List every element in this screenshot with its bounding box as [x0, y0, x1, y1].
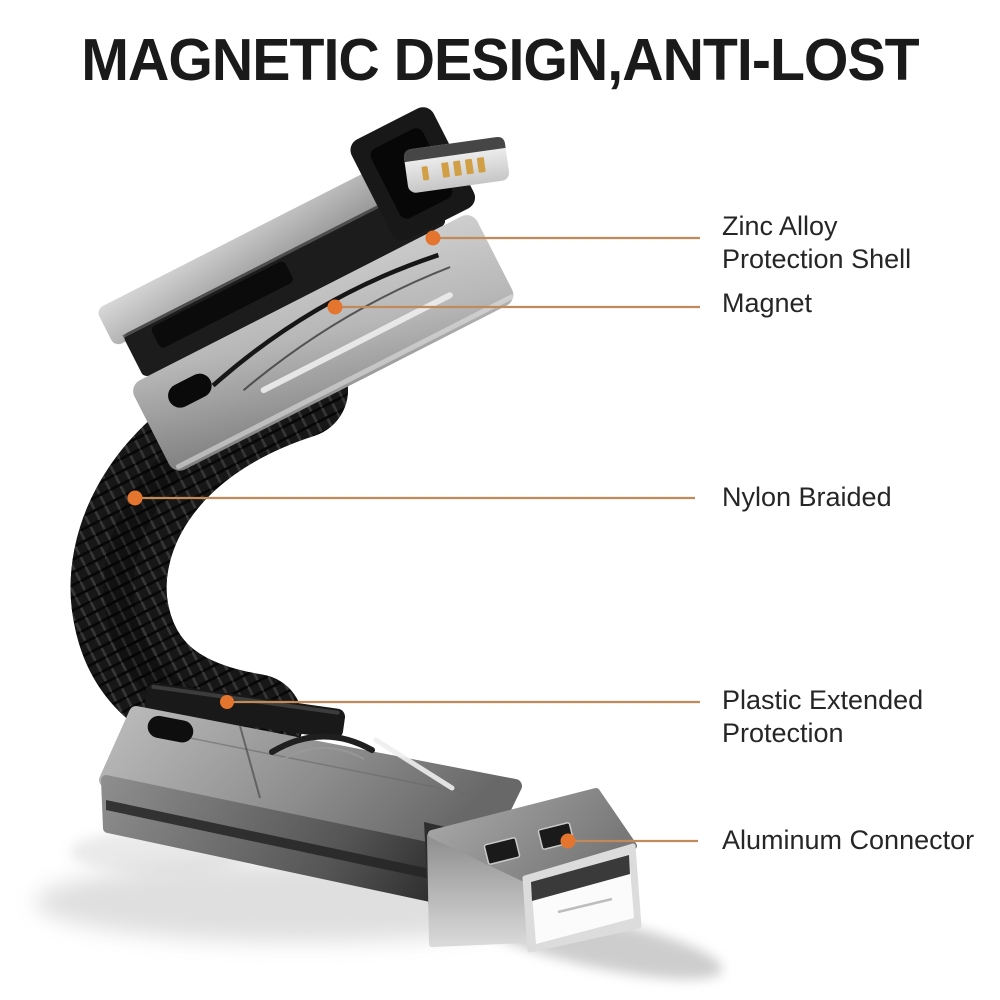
page-title: MAGNETIC DESIGN,ANTI-LOST — [81, 27, 919, 93]
callout-dot-magnet — [327, 299, 343, 315]
lightning-pins — [421, 157, 486, 181]
callout-dot-aluminum-connector — [560, 833, 576, 849]
callout-dot-zinc-alloy — [425, 230, 441, 246]
usb-a-plug — [427, 788, 642, 953]
magnet-seam — [211, 252, 440, 388]
shell-slot — [151, 261, 293, 348]
body-cross-seam — [239, 725, 261, 799]
aluminum-connector-body — [99, 706, 522, 940]
shell-metal-face — [133, 215, 514, 471]
callout-dot-nylon-braided — [127, 490, 143, 506]
callout-label-zinc-alloy-protection-shell: Zinc Alloy Protection Shell — [722, 210, 911, 276]
shell-top-plate — [98, 153, 424, 345]
body-highlight-stripe — [373, 737, 455, 791]
callout-text: Plastic Extended — [722, 685, 924, 715]
shell-plastic-highlight — [122, 185, 418, 338]
callout-text: Magnet — [722, 288, 813, 318]
callout-text: Protection — [722, 718, 844, 748]
callout-text: Aluminum Connector — [722, 825, 975, 855]
plastic-extended-protection — [144, 683, 346, 739]
callout-label-magnet: Magnet — [722, 287, 812, 320]
lightning-connector-tip — [403, 136, 510, 193]
callout-text: Nylon Braided — [722, 482, 892, 512]
usb-contact-line — [557, 897, 613, 914]
callout-label-nylon-braided: Nylon Braided — [722, 481, 892, 514]
keychain-hole — [168, 373, 212, 408]
thumb-groove — [269, 733, 375, 755]
callout-text: Protection Shell — [722, 244, 912, 274]
body-keychain-hole — [147, 715, 194, 743]
callout-dot-plastic-extended — [220, 695, 234, 709]
body-groove-band — [106, 800, 482, 890]
callout-label-plastic-extended-protection: Plastic Extended Protection — [722, 684, 923, 750]
shell-bottom-bevel — [175, 294, 514, 470]
callout-text: Zinc Alloy — [722, 211, 838, 241]
callouts — [127, 230, 700, 849]
shell-seam-echo — [242, 266, 451, 392]
shell-highlight-stripe — [260, 292, 453, 394]
body-seam — [149, 729, 501, 801]
lightning-tip-bevel — [403, 136, 506, 163]
callout-label-aluminum-connector: Aluminum Connector — [722, 824, 974, 857]
thumb-groove-highlight — [279, 747, 365, 762]
usb-opening-shadow — [531, 855, 630, 901]
